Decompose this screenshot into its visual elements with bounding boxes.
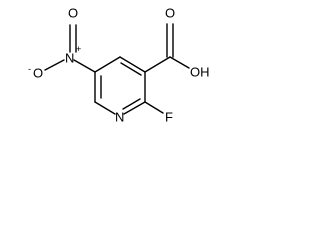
ring-bond-c4-c3 (119, 56, 146, 73)
ring-bond-c4-c3-inner (120, 62, 142, 76)
atom-nitro-oxygen-top: O (68, 5, 78, 20)
bond-c2-fluorine (144, 101, 164, 114)
ring-bond-c5-c4 (94, 56, 121, 73)
atom-nitro-nitrogen: N (65, 50, 74, 65)
atom-ring-nitrogen: N (115, 109, 124, 124)
charge-plus: + (76, 44, 81, 54)
atom-hydroxyl: OH (190, 64, 210, 79)
atom-oxygen-left: O (33, 65, 43, 80)
charge-minus: - (28, 64, 31, 74)
bond-carboxyl-oh (169, 56, 190, 69)
bond-nitro-o-left (44, 59, 65, 71)
chemical-structure: O - N + O N F O OH (28, 5, 210, 124)
atom-fluorine: F (165, 109, 173, 124)
ring-bond-n1-c6 (94, 101, 116, 115)
bond-c5-nitro (73, 59, 96, 73)
bond-c3-carboxyl (144, 56, 171, 73)
atom-carbonyl-oxygen: O (165, 5, 175, 20)
ring-bond-c2-n1 (123, 101, 146, 115)
ring-bond-c2-n1-inner (122, 98, 141, 110)
